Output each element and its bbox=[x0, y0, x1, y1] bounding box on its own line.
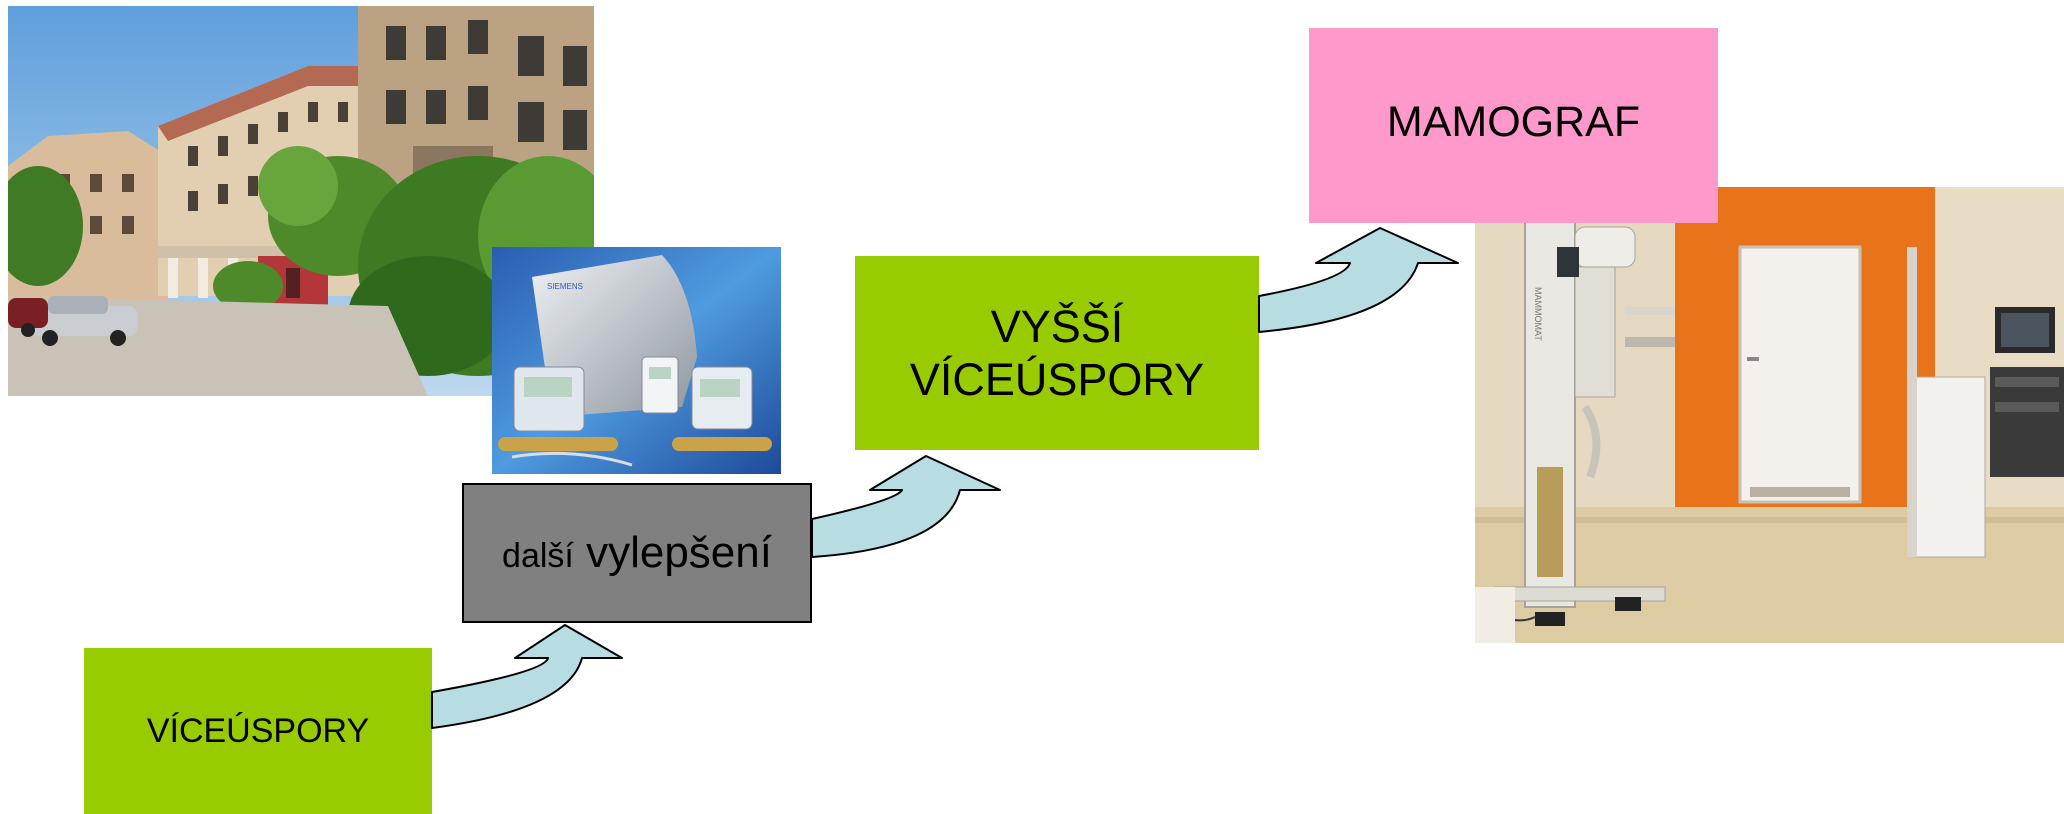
mammography-room-photo: MAMMOMAT bbox=[1475, 187, 2064, 643]
heat-meter-photo: SIEMENS bbox=[492, 247, 781, 474]
vylepseni-label: vylepšení bbox=[573, 528, 772, 577]
viceuspory-label: VÍCEÚSPORY bbox=[146, 711, 370, 750]
building-photo bbox=[8, 6, 594, 396]
curved-up-arrow-icon bbox=[811, 455, 1001, 558]
vyssi-label: VYŠŠÍ bbox=[990, 300, 1124, 352]
mamograf-box: MAMOGRAF bbox=[1309, 28, 1718, 223]
vyssi-viceuspory-label: VÍCEÚSPORY bbox=[909, 354, 1205, 405]
mammography-room-photo-icon: MAMMOMAT bbox=[1475, 187, 2064, 643]
vyssi-viceuspory-box: VYŠŠÍ VÍCEÚSPORY bbox=[855, 256, 1259, 450]
device-text: MAMMOMAT bbox=[1533, 287, 1543, 341]
brand-text: SIEMENS bbox=[547, 282, 583, 291]
dalsi-vylepseni-box: další vylepšení bbox=[462, 483, 812, 623]
dalsi-label: další bbox=[502, 537, 574, 575]
building-photo-icon bbox=[8, 6, 594, 396]
heat-meter-photo-icon: SIEMENS bbox=[492, 247, 781, 474]
curved-up-arrow-icon bbox=[1258, 227, 1459, 333]
curved-up-arrow-icon bbox=[431, 624, 623, 729]
mamograf-label: MAMOGRAF bbox=[1386, 98, 1641, 146]
viceuspory-box: VÍCEÚSPORY bbox=[84, 648, 432, 814]
